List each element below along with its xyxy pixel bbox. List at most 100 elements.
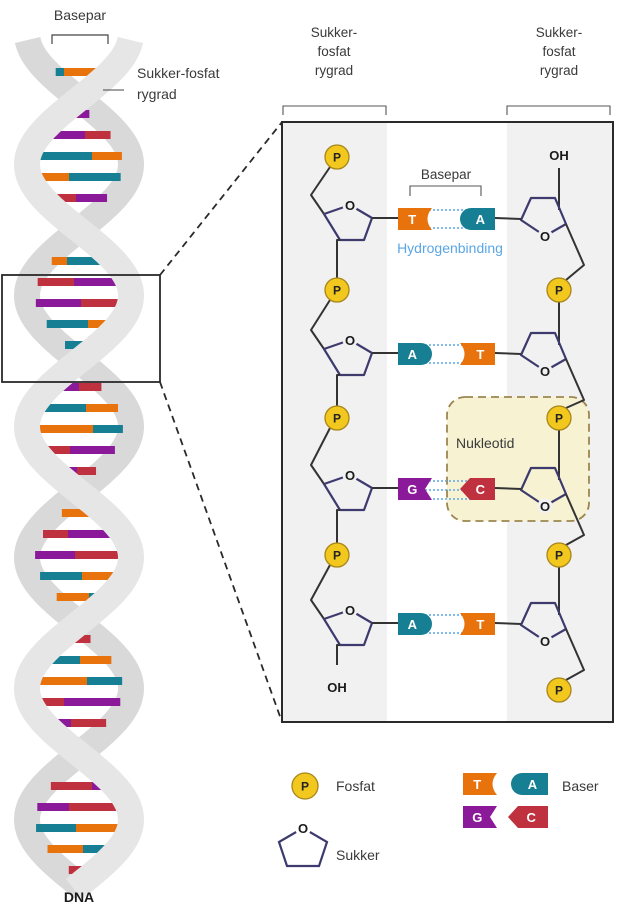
phosphate-symbol: P <box>555 412 563 426</box>
nucleotide-label: Nukleotid <box>456 435 514 451</box>
base-T-letter: T <box>476 347 484 362</box>
sugar-oxygen-label: O <box>345 603 355 618</box>
helix-base <box>40 572 82 580</box>
dna-helix <box>13 36 145 900</box>
helix-base <box>37 698 64 706</box>
helix-base <box>65 341 91 349</box>
helix-base <box>46 656 80 664</box>
sugar-oxygen-label: O <box>540 499 550 514</box>
phosphate-symbol: P <box>301 780 309 794</box>
sugar-oxygen-bg <box>537 498 553 514</box>
base-G-letter: G <box>472 810 482 825</box>
base-T-letter: T <box>408 212 416 227</box>
sugar-oxygen-bg <box>342 467 358 483</box>
helix-base <box>37 803 69 811</box>
right-backbone-label-1: Sukker- <box>536 25 583 40</box>
base-T-icon: T <box>460 343 495 365</box>
legend-base-icons: T A G C <box>463 773 548 828</box>
base-T-shape <box>398 208 432 230</box>
phosphate-symbol: P <box>555 549 563 563</box>
helix-base <box>50 194 76 202</box>
base-G-shape <box>463 806 497 828</box>
helix-base <box>64 68 103 76</box>
sugar-oxygen-label: O <box>345 468 355 483</box>
helix-base <box>83 845 111 853</box>
base-A-shape <box>398 613 432 635</box>
legend-phosphate-label: Fosfat <box>336 778 375 794</box>
helix-base <box>86 404 118 412</box>
sugar-base-bond <box>494 352 522 355</box>
sugar-base-bond <box>494 487 522 490</box>
sugar-oxygen-label: O <box>345 198 355 213</box>
phosphate-icon: P <box>546 677 572 703</box>
base-T-letter: T <box>473 777 481 792</box>
base-A-icon: A <box>511 773 548 795</box>
base-A-shape <box>460 208 495 230</box>
legend-sugar-icon: O <box>277 820 329 868</box>
helix-base <box>93 425 123 433</box>
phosphate-symbol: P <box>333 151 341 165</box>
left-backbone-label-1: Sukker- <box>311 25 358 40</box>
basepair-bracket-inner <box>409 185 482 196</box>
right-backbone-header: Sukker- fosfat rygrad <box>506 25 611 115</box>
backbone-label-line2: rygrad <box>137 86 177 102</box>
zoom-region-box <box>1 274 161 383</box>
helix-base <box>36 824 76 832</box>
sugar-icon: O <box>322 197 374 242</box>
zoom-line-top <box>159 121 283 276</box>
hydrogen-bond-label: Hydrogenbinding <box>397 240 503 256</box>
phosphate-circle <box>324 277 350 303</box>
base-G-shape <box>398 478 432 500</box>
detail-panel-border <box>281 121 614 723</box>
sugar-oxygen-label: O <box>345 333 355 348</box>
sugar-icon: O <box>519 601 568 649</box>
helix-base <box>46 320 88 328</box>
helix-base <box>80 656 112 664</box>
phosphate-circle <box>324 405 350 431</box>
backbone-line <box>336 644 340 665</box>
backbone-line <box>310 427 331 485</box>
helix-base <box>37 173 69 181</box>
backbone-label-line1: Sukker-fosfat <box>137 65 220 81</box>
backbone-line <box>565 493 585 546</box>
base-C-letter: C <box>527 810 537 825</box>
helix-base <box>76 824 122 832</box>
helix-base <box>51 257 67 265</box>
helix-base <box>36 152 92 160</box>
helix-base <box>68 530 115 538</box>
legend-phosphate-icon: P <box>291 772 319 800</box>
phosphate-symbol: P <box>333 549 341 563</box>
backbone-line <box>565 358 585 409</box>
sugar-oxygen-label: O <box>540 229 550 244</box>
base-C-icon: C <box>460 478 495 500</box>
helix-base <box>70 446 115 454</box>
helix-base <box>79 383 102 391</box>
backbone-line <box>336 239 340 278</box>
legend-sugar-oxygen-bg <box>295 820 311 836</box>
base-G-icon: G <box>463 806 497 828</box>
backbone-line <box>336 509 340 548</box>
left-backbone-label-3: rygrad <box>315 63 353 78</box>
helix-base <box>67 257 107 265</box>
helix-base <box>77 467 97 475</box>
zoom-line-bottom <box>159 381 283 723</box>
phosphate-icon: P <box>324 277 350 303</box>
base-T-shape <box>460 613 495 635</box>
phosphate-icon: P <box>291 772 319 800</box>
phosphate-symbol: P <box>333 412 341 426</box>
phosphate-symbol: P <box>555 684 563 698</box>
base-A-shape <box>398 343 432 365</box>
helix-base <box>82 572 118 580</box>
helix-base <box>81 299 123 307</box>
sugar-icon: O <box>322 602 374 647</box>
base-A-letter: A <box>408 617 418 632</box>
backbone-line <box>310 299 331 350</box>
helix-base <box>76 194 108 202</box>
helix-base <box>74 278 121 286</box>
right-backbone-bracket <box>506 105 611 115</box>
